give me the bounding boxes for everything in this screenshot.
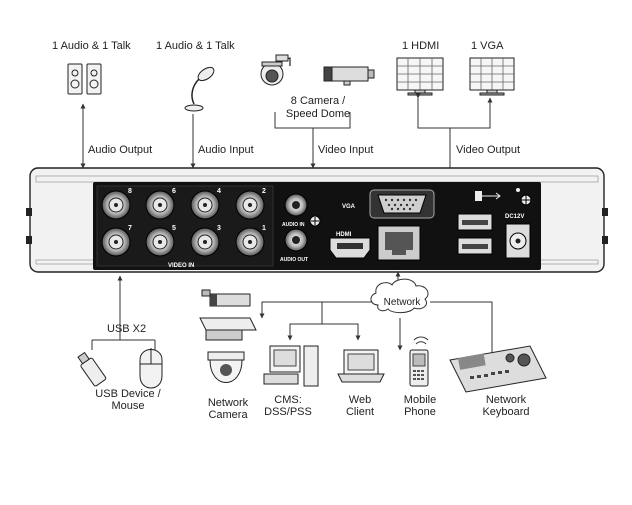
bnc-port-pin bbox=[203, 203, 207, 207]
bnc-connectors: 8 6 4 2 7 5 3 1 bbox=[101, 188, 266, 257]
network-dome-camera-icon bbox=[207, 351, 245, 383]
mobile-phone-icon bbox=[409, 336, 429, 387]
web-client-label: Web bbox=[348, 394, 372, 406]
cameras-label-line2: Speed Dome bbox=[285, 108, 351, 120]
lan-port bbox=[377, 225, 421, 261]
web-client-label-line2: Client bbox=[345, 406, 375, 418]
network-box-camera-icon bbox=[199, 317, 257, 341]
bnc-port-number: 6 bbox=[172, 188, 176, 195]
bnc-port-pin bbox=[158, 203, 162, 207]
audio-input-devices-label: 1 Audio & 1 Talk bbox=[156, 40, 235, 52]
cms-label: CMS: bbox=[274, 394, 302, 406]
cms-computer-icon bbox=[263, 345, 319, 387]
vga-monitor-label: 1 VGA bbox=[471, 40, 504, 52]
audio-in-port bbox=[284, 193, 308, 217]
usb-device-label-line2: Mouse bbox=[111, 400, 145, 412]
network-camera-label-line2: Camera bbox=[208, 409, 248, 421]
network-bullet-camera-icon bbox=[201, 289, 251, 307]
mobile-phone-label-line2: Phone bbox=[404, 406, 436, 418]
audio-input-label: Audio Input bbox=[198, 144, 254, 156]
bnc-port-number: 2 bbox=[262, 188, 266, 195]
video-output-label: Video Output bbox=[456, 144, 521, 156]
bnc-port-pin bbox=[114, 240, 118, 244]
vga-label: VGA bbox=[342, 204, 356, 210]
hdmi-label: HDMI bbox=[336, 232, 352, 238]
network-keyboard-icon bbox=[449, 345, 547, 393]
bnc-port-number: 3 bbox=[217, 225, 221, 232]
mobile-phone-label: Mobile bbox=[403, 394, 437, 406]
network-keyboard-label-line2: Keyboard bbox=[482, 406, 530, 418]
audio-output-label: Audio Output bbox=[88, 144, 153, 156]
speed-dome-camera-icon bbox=[260, 54, 291, 86]
hdmi-monitor-icon bbox=[396, 57, 444, 96]
rs485-connector-icon bbox=[309, 215, 321, 227]
top-connection-lines bbox=[80, 93, 493, 169]
bnc-port-pin bbox=[158, 240, 162, 244]
speaker-icon bbox=[67, 63, 102, 95]
audio-out-port bbox=[284, 228, 308, 252]
bnc-port-pin bbox=[114, 203, 118, 207]
hdmi-port bbox=[329, 237, 371, 259]
bnc-port-number: 1 bbox=[262, 225, 266, 232]
audio-output-devices-label: 1 Audio & 1 Talk bbox=[52, 40, 131, 52]
bnc-port-pin bbox=[248, 240, 252, 244]
ground-screw-icon bbox=[520, 194, 532, 206]
bnc-port-number: 8 bbox=[128, 188, 132, 195]
video-in-label: VIDEO IN bbox=[168, 263, 195, 269]
web-client-laptop-icon bbox=[337, 349, 385, 383]
usb-ports bbox=[457, 213, 493, 255]
power-polarity-icon bbox=[516, 188, 520, 192]
usb-device-label: USB Device / bbox=[95, 388, 161, 400]
microphone-icon bbox=[184, 66, 215, 112]
bullet-camera-icon bbox=[323, 66, 375, 86]
hdmi-monitor-label: 1 HDMI bbox=[402, 40, 440, 52]
power-port bbox=[505, 223, 531, 259]
network-label: Network bbox=[383, 297, 421, 308]
audio-out-label: AUDIO OUT bbox=[280, 257, 309, 263]
bnc-port-number: 7 bbox=[128, 225, 132, 232]
audio-in-label: AUDIO IN bbox=[282, 222, 305, 228]
network-cloud-icon bbox=[370, 278, 429, 314]
usb-stick-icon bbox=[77, 351, 107, 387]
video-input-label: Video Input bbox=[318, 144, 374, 156]
cms-label-line2: DSS/PSS bbox=[264, 406, 312, 418]
bnc-port-pin bbox=[203, 240, 207, 244]
usb-label: USB X2 bbox=[107, 323, 147, 335]
dc-power-label: DC12V bbox=[505, 214, 525, 220]
bnc-port-number: 4 bbox=[217, 188, 221, 195]
bnc-port-pin bbox=[248, 203, 252, 207]
vga-port bbox=[369, 189, 435, 219]
bnc-port-number: 5 bbox=[172, 225, 176, 232]
network-camera-label: Network bbox=[207, 397, 249, 409]
usb-icon bbox=[475, 191, 501, 201]
cameras-label: 8 Camera / bbox=[290, 95, 346, 107]
network-keyboard-label: Network bbox=[485, 394, 527, 406]
vga-monitor-icon bbox=[469, 57, 515, 96]
mouse-icon bbox=[139, 348, 163, 389]
